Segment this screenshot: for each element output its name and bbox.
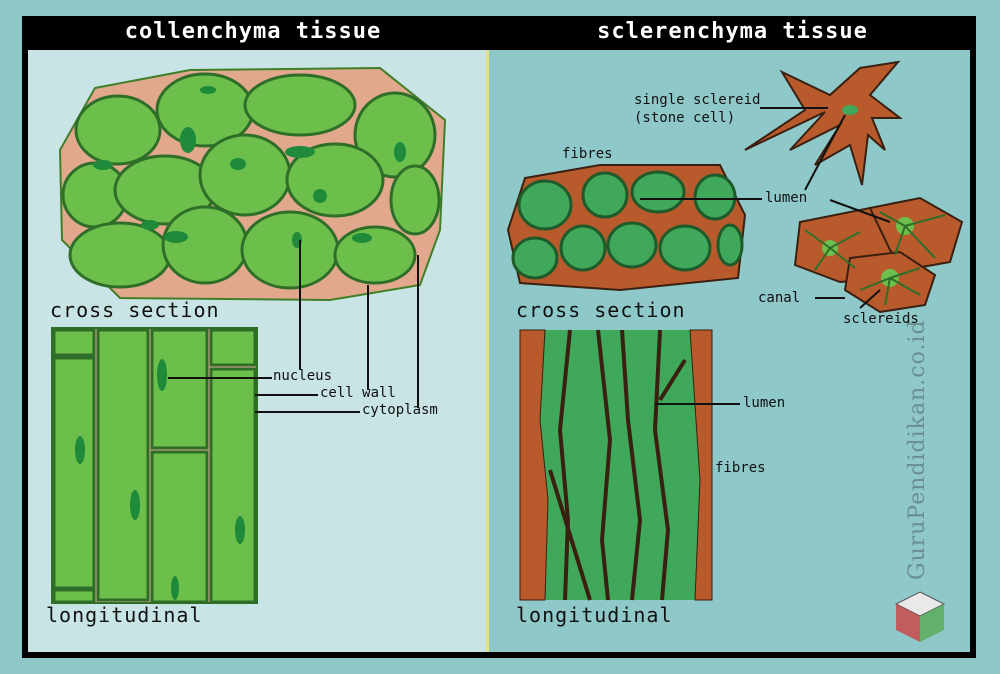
lumen-top-label: lumen <box>765 190 808 206</box>
logo-cube <box>894 591 946 642</box>
single-sclereid-shape <box>744 60 903 186</box>
collenchyma-cross-section-label: cross section <box>50 298 220 322</box>
sclerenchyma-cross-section-label: cross section <box>516 298 686 322</box>
header-collenchyma: collenchyma tissue <box>22 16 484 48</box>
sclereid-cluster <box>793 196 964 314</box>
collenchyma-longitudinal-label: longitudinal <box>46 603 203 627</box>
fibres-long-label: fibres <box>715 460 766 476</box>
cell-wall-label: cell wall <box>320 385 396 401</box>
sclerenchyma-longitudinal <box>519 329 713 601</box>
header-sclerenchyma: sclerenchyma tissue <box>489 16 976 48</box>
collenchyma-longitudinal <box>51 327 258 604</box>
collenchyma-cross-section <box>58 66 447 302</box>
watermark: GuruPendidikan.co.id <box>905 319 930 580</box>
sclerenchyma-cross-section <box>506 164 747 292</box>
sclerenchyma-longitudinal-label: longitudinal <box>516 603 673 627</box>
panel-divider <box>486 50 489 652</box>
cytoplasm-label: cytoplasm <box>362 402 438 418</box>
single-sclereid-label-line1: single sclereid <box>634 92 761 108</box>
collenchyma-leader-lines <box>168 240 419 413</box>
sclerenchyma-leader-lines <box>640 107 891 405</box>
nucleus-label: nucleus <box>273 368 333 384</box>
sclereids-label: sclereids <box>843 311 919 327</box>
fibres-top-label: fibres <box>562 146 613 162</box>
lumen-long-label: lumen <box>743 395 786 411</box>
single-sclereid-label-line2: (stone cell) <box>634 110 736 126</box>
canal-label: canal <box>758 290 801 306</box>
